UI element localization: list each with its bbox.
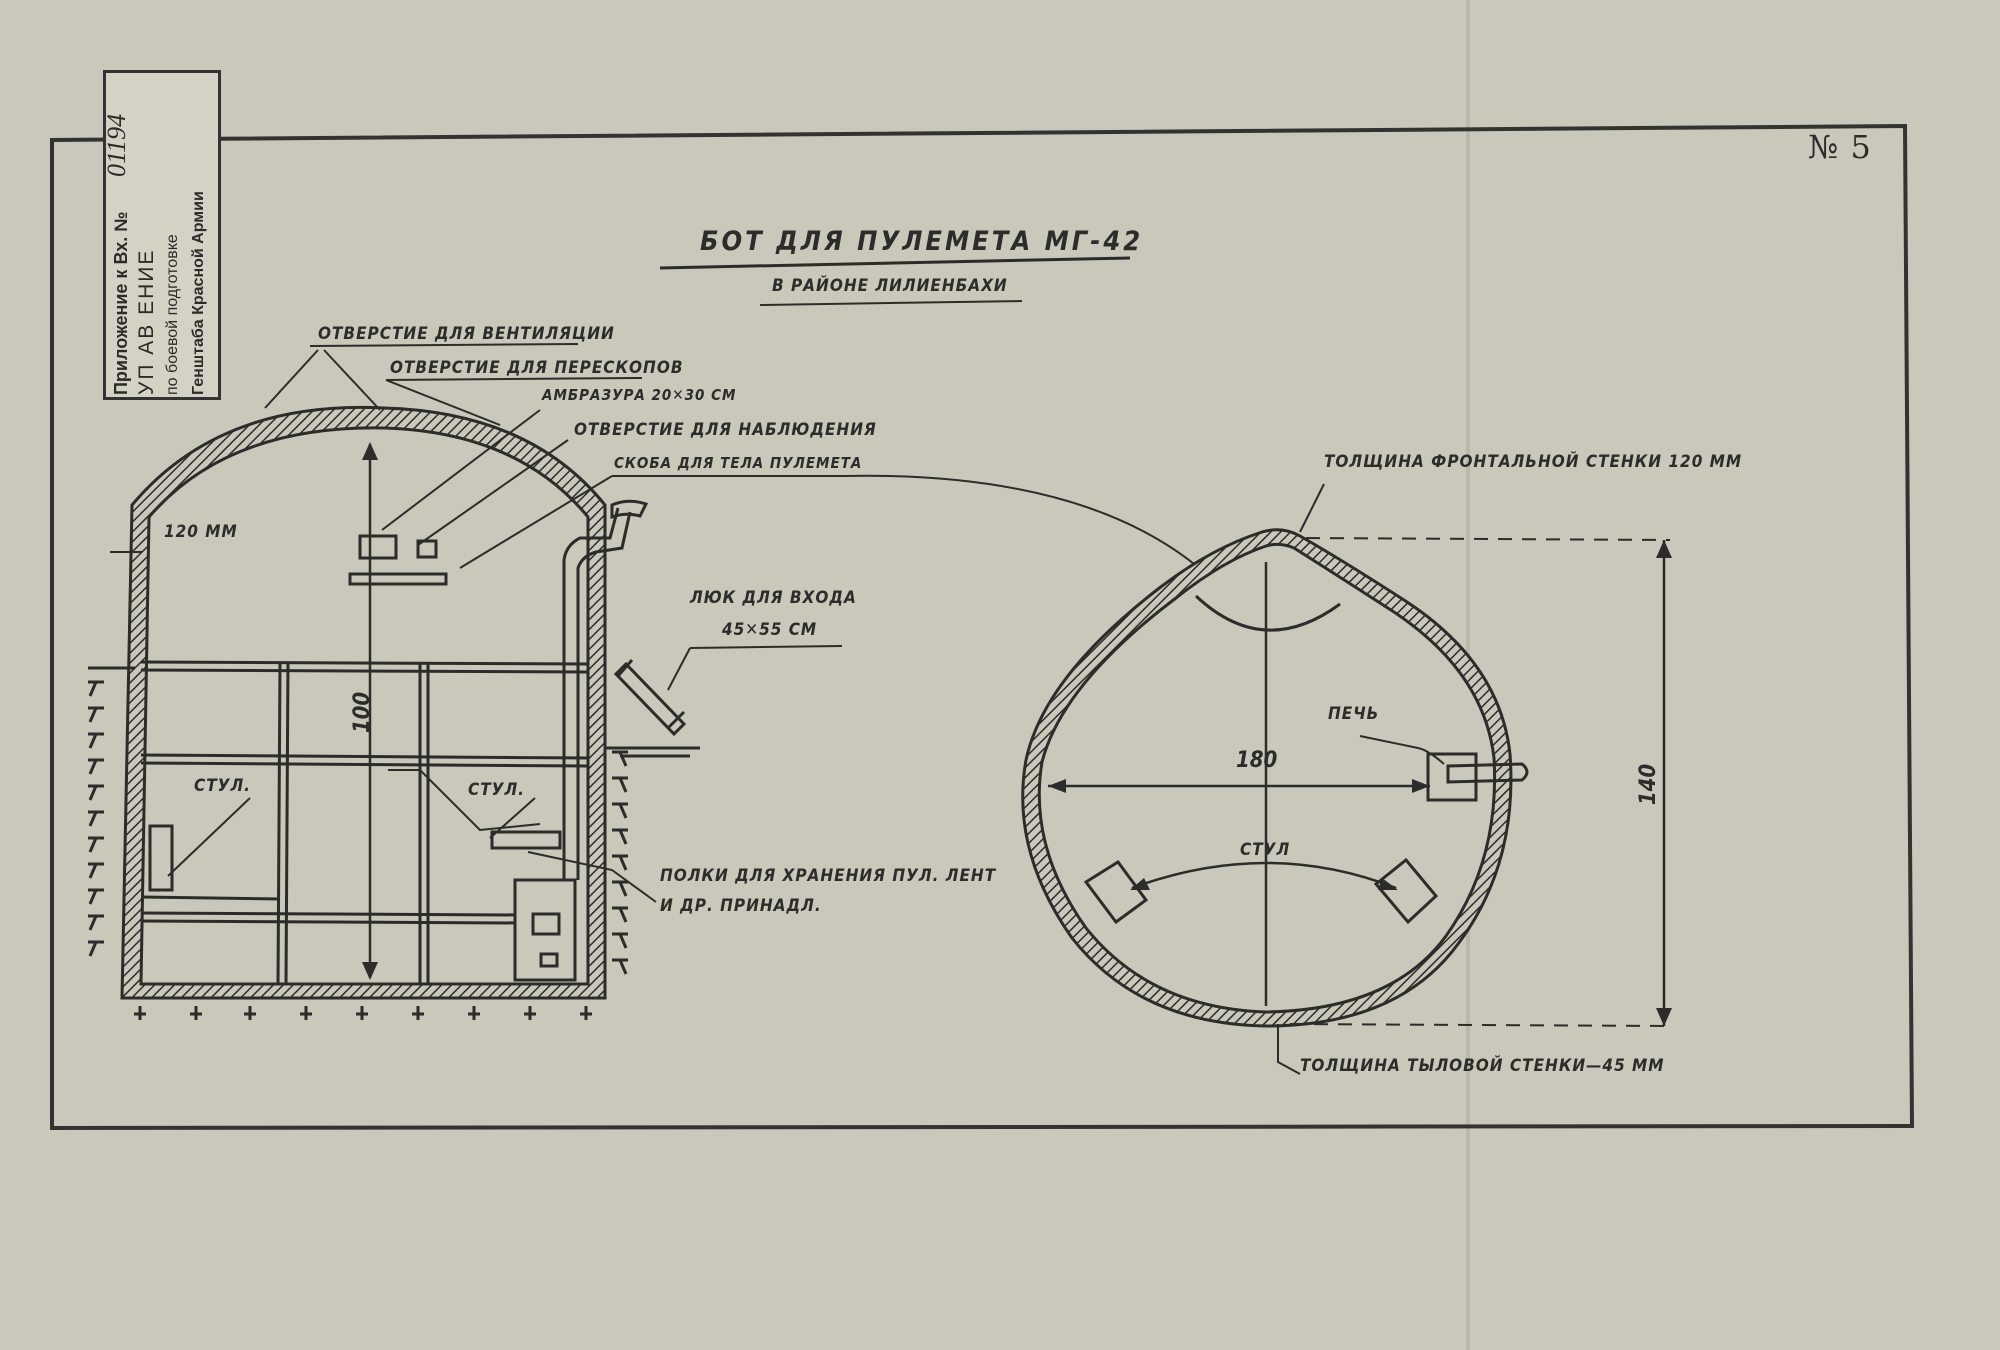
embrasure [358, 534, 398, 560]
sheet-number: № 5 [1808, 128, 1872, 166]
archive-stamp: Приложение к Вх. № УП АВ ЕНИЕ по боевой … [102, 70, 221, 400]
drawing-title: БОТ ДЛЯ ПУЛЕМЕТА МГ-42 [700, 226, 1144, 257]
section-frame-grid [140, 660, 589, 985]
label-hatch: ЛЮК ДЛЯ ВХОДА [690, 588, 857, 608]
label-rear-wall: ТОЛЩИНА ТЫЛОВОЙ СТЕНКИ—45 ММ [1300, 1056, 1665, 1076]
stamp-handwritten-number: 01194 [102, 113, 131, 177]
label-depth: 140 [1636, 763, 1662, 806]
ventilation-pipe [562, 507, 632, 880]
border-frame [50, 123, 1915, 1131]
subtitle-underline [759, 300, 1023, 306]
plan-chair-left [1083, 859, 1149, 925]
label-hatch-size: 45✕55 СМ [722, 620, 818, 640]
plan-view [1021, 483, 1672, 1075]
entry-hatch [613, 659, 687, 737]
mg-bracket [348, 572, 448, 586]
label-chair-left: СТУЛ. [194, 776, 251, 796]
label-embrasure: АМБРАЗУРА 20✕30 СМ [542, 386, 737, 404]
soil-hatching [88, 666, 700, 1020]
title-underline [659, 256, 1131, 270]
label-front-wall: ТОЛЩИНА ФРОНТАЛЬНОЙ СТЕНКИ 120 ММ [1324, 452, 1743, 472]
label-width: 180 [1236, 748, 1278, 773]
label-height: 100 [350, 691, 376, 734]
stamp-text: Приложение к Вх. № УП АВ ЕНИЕ по боевой … [102, 75, 216, 395]
left-chair [148, 824, 174, 892]
stamp-line-4: Генштаба Красной Армии [190, 191, 207, 395]
label-chair: СТУЛ [1240, 840, 1291, 860]
stamp-line-2: УП АВ ЕНИЕ [135, 248, 158, 395]
stamp-line-3: по боевой подготовке [164, 234, 181, 395]
stove [1426, 752, 1529, 802]
label-mg-bracket: СКОБА ДЛЯ ТЕЛА ПУЛЕМЕТА [614, 454, 863, 472]
plan-leader-lines [1277, 483, 1445, 1075]
right-chair [490, 830, 562, 850]
section-inner-cavity [139, 426, 590, 986]
observation-hole [416, 539, 438, 559]
label-chair-right: СТУЛ. [468, 780, 525, 800]
label-wall-thickness: 120 ММ [164, 522, 238, 542]
equipment-cabinet [513, 878, 577, 982]
label-stove: ПЕЧЬ [1328, 704, 1380, 724]
label-shelves-line-2: И ДР. ПРИНАДЛ. [660, 896, 822, 916]
label-periscope-hole: ОТВЕРСТИЕ ДЛЯ ПЕРЕСКОПОВ [390, 358, 684, 378]
label-ventilation-hole: ОТВЕРСТИЕ ДЛЯ ВЕНТИЛЯЦИИ [318, 324, 615, 344]
label-observation-hole: ОТВЕРСТИЕ ДЛЯ НАБЛЮДЕНИЯ [574, 420, 877, 440]
drawing-subtitle: В РАЙОНЕ ЛИЛИЕНБАХИ [772, 276, 1008, 296]
label-shelves-line-1: ПОЛКИ ДЛЯ ХРАНЕНИЯ ПУЛ. ЛЕНТ [660, 866, 997, 886]
chair-arc [1131, 861, 1397, 890]
section-view [88, 343, 1251, 1020]
plan-chair-right [1373, 857, 1439, 925]
